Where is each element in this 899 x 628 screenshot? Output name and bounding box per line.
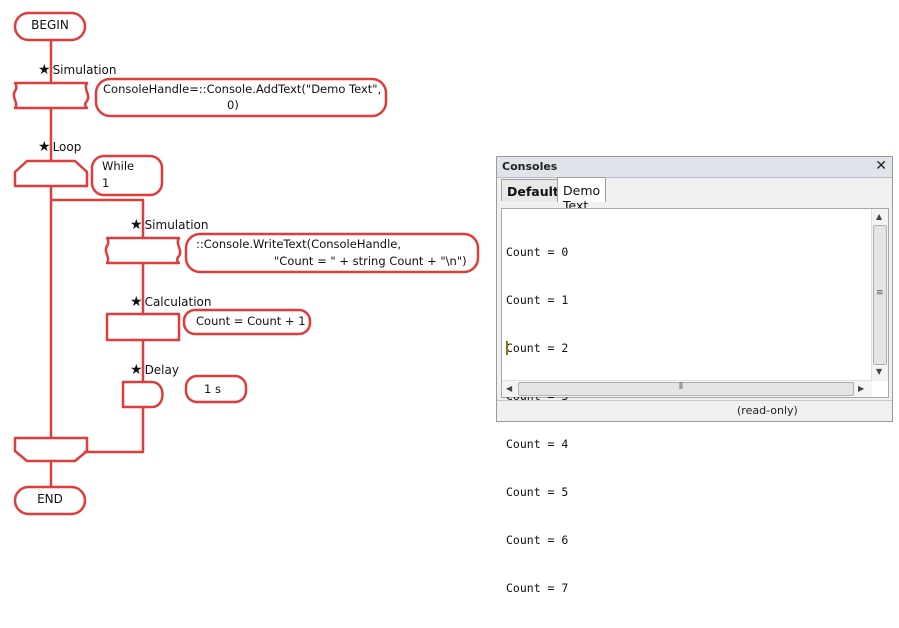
star-icon: ★ bbox=[130, 362, 143, 378]
step-label-loop: ★Loop bbox=[38, 139, 82, 155]
status-bar: (read-only) bbox=[497, 400, 892, 421]
output-line: Count = 2 bbox=[506, 341, 569, 355]
delay-note-bubble bbox=[184, 374, 248, 404]
add-text-note-line-2: 0) bbox=[227, 98, 239, 112]
tab-demo-text[interactable]: Demo Text bbox=[557, 177, 607, 213]
star-icon: ★ bbox=[38, 62, 51, 78]
add-text-note-line-1: ConsoleHandle=::Console.AddText("Demo Te… bbox=[103, 82, 382, 96]
scroll-left-icon[interactable]: ◀ bbox=[506, 384, 513, 393]
write-text-note-line-2: "Count = " + string Count + "\n") bbox=[274, 254, 467, 268]
delay-note: 1 s bbox=[204, 382, 221, 396]
tab-default[interactable]: Default bbox=[501, 179, 565, 201]
console-output[interactable]: Count = 0 Count = 1 Count = 2 Count = 3 … bbox=[501, 208, 889, 595]
read-only-status: (read-only) bbox=[737, 404, 798, 417]
star-icon: ★ bbox=[38, 139, 51, 155]
while-note-line-1: While bbox=[102, 159, 135, 173]
output-line: Count = 1 bbox=[506, 293, 569, 307]
grip-icon: ⦀ bbox=[679, 382, 683, 392]
text-caret bbox=[506, 341, 508, 355]
while-note-bubble bbox=[90, 154, 164, 197]
write-text-note-bubble bbox=[184, 232, 480, 274]
step-label-simulation-1: ★Simulation bbox=[38, 62, 117, 78]
output-line: Count = 0 bbox=[506, 245, 569, 259]
close-icon[interactable]: ✕ bbox=[875, 158, 887, 174]
begin-label: BEGIN bbox=[31, 18, 69, 32]
step-label-simulation-2: ★Simulation bbox=[130, 217, 209, 233]
add-text-note-bubble bbox=[94, 77, 388, 118]
output-line: Count = 5 bbox=[506, 485, 569, 499]
flowchart-canvas bbox=[12, 11, 480, 516]
step-label-calculation: ★Calculation bbox=[130, 294, 212, 310]
calculation-block bbox=[105, 312, 181, 342]
scroll-right-icon[interactable]: ▶ bbox=[858, 384, 865, 393]
horizontal-scroll-thumb[interactable]: ⦀ bbox=[518, 382, 854, 396]
end-terminal bbox=[13, 485, 87, 516]
begin-terminal bbox=[13, 11, 87, 42]
simulation-block-2 bbox=[104, 236, 182, 265]
write-text-note-line-1: ::Console.WriteText(ConsoleHandle, bbox=[196, 237, 402, 251]
while-note-line-2: 1 bbox=[102, 176, 110, 190]
simulation-block-1 bbox=[12, 81, 90, 110]
calculation-note: Count = Count + 1 bbox=[196, 314, 306, 328]
scroll-up-icon[interactable]: ▲ bbox=[876, 212, 883, 221]
loop-end-block bbox=[13, 436, 89, 463]
delay-block bbox=[121, 380, 164, 409]
scroll-down-icon[interactable]: ▼ bbox=[876, 367, 883, 376]
consoles-title: Consoles bbox=[502, 160, 558, 173]
output-line: Count = 7 bbox=[506, 581, 569, 595]
calculation-note-bubble bbox=[182, 308, 312, 336]
step-label-delay: ★Delay bbox=[130, 362, 179, 378]
star-icon: ★ bbox=[130, 217, 143, 233]
loop-start-block bbox=[13, 159, 89, 188]
grip-icon: ≡ bbox=[876, 288, 884, 298]
output-line: Count = 4 bbox=[506, 437, 569, 451]
vertical-scrollbar[interactable]: ▲ ≡ ▼ bbox=[871, 209, 888, 381]
vertical-scroll-thumb[interactable]: ≡ bbox=[873, 225, 887, 365]
horizontal-scrollbar[interactable]: ◀ ⦀ ▶ bbox=[502, 380, 872, 397]
end-label: END bbox=[37, 492, 63, 506]
consoles-title-bar[interactable]: Consoles ✕ bbox=[497, 157, 892, 178]
output-line: Count = 6 bbox=[506, 533, 569, 547]
consoles-window: Consoles ✕ Default Demo Text Count = 0 C… bbox=[496, 156, 893, 595]
star-icon: ★ bbox=[130, 294, 143, 310]
loop-connector-line bbox=[49, 198, 145, 454]
